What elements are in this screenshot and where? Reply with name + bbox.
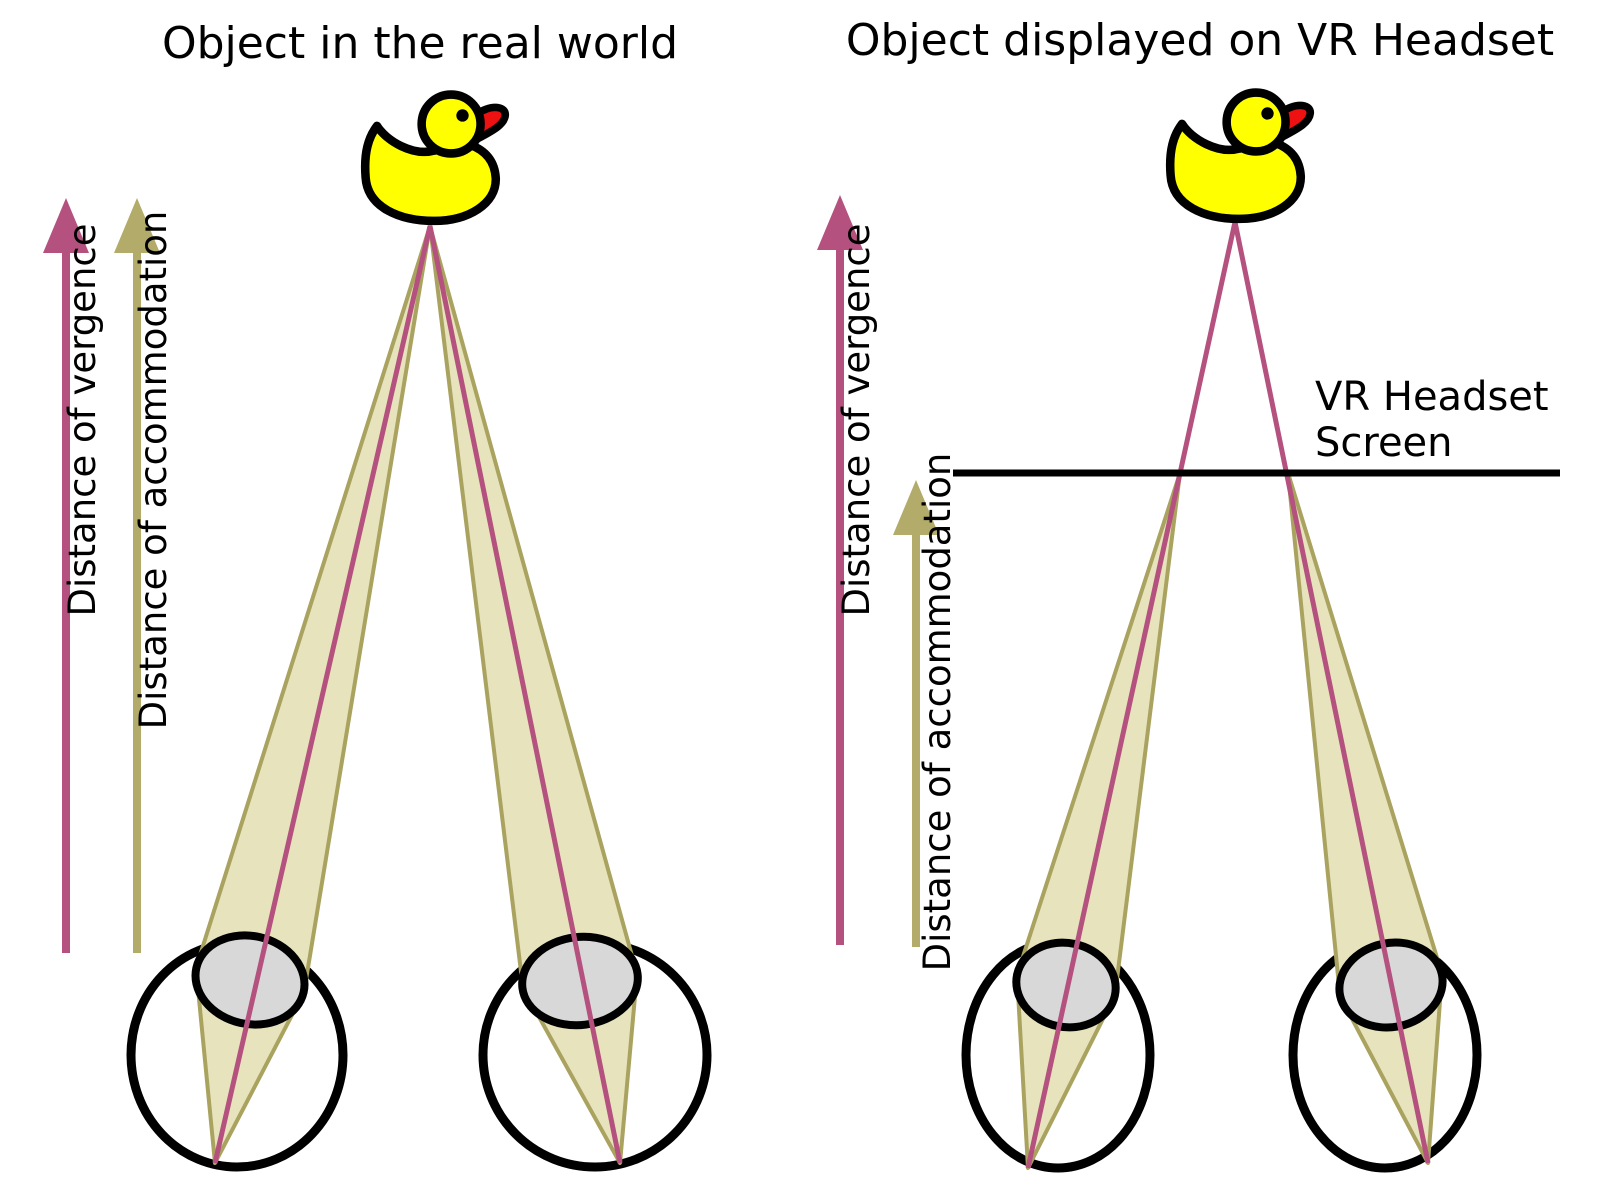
- left-panel-title: Object in the real world: [162, 18, 678, 69]
- accommodation-arrow-head: [893, 480, 939, 535]
- vr-screen-label-line1: VR Headset: [1315, 374, 1549, 420]
- right-panel-accommodation-arrow: [893, 480, 939, 947]
- left-panel-accommodation-arrow: [114, 198, 160, 953]
- right-panel-right-vergence-line: [1232, 221, 1431, 1164]
- right-panel-left-vergence-line: [1025, 221, 1238, 1169]
- left-panel-accommodation-arrow-label: Distance of accommodation: [132, 211, 175, 730]
- left-panel-left-lens: [191, 931, 309, 1029]
- left-panel-duck: [365, 95, 505, 221]
- right-panel-accommodation-arrow-label: Distance of accommodation: [916, 453, 959, 972]
- left-panel: Object in the real world Distance of ver…: [43, 18, 712, 1172]
- right-panel-vergence-arrow: [817, 195, 863, 945]
- left-panel-right-vergence-line: [427, 225, 623, 1164]
- vr-screen-label-line2: Screen: [1315, 420, 1453, 466]
- left-panel-left-vergence-line: [212, 225, 433, 1164]
- vergence-arrow-head: [43, 198, 89, 253]
- left-panel-vergence-arrow: [43, 198, 89, 953]
- left-panel-vergence-arrow-label: Distance of vergence: [61, 224, 104, 617]
- right-panel-duck: [1170, 93, 1310, 219]
- right-panel-title: Object displayed on VR Headset: [846, 15, 1554, 66]
- right-panel-vergence-arrow-label: Distance of vergence: [835, 224, 878, 617]
- accommodation-arrow-head: [114, 198, 160, 253]
- right-panel: Object displayed on VR Headset VR Headse…: [817, 15, 1560, 1173]
- vergence-arrow-head: [817, 195, 863, 250]
